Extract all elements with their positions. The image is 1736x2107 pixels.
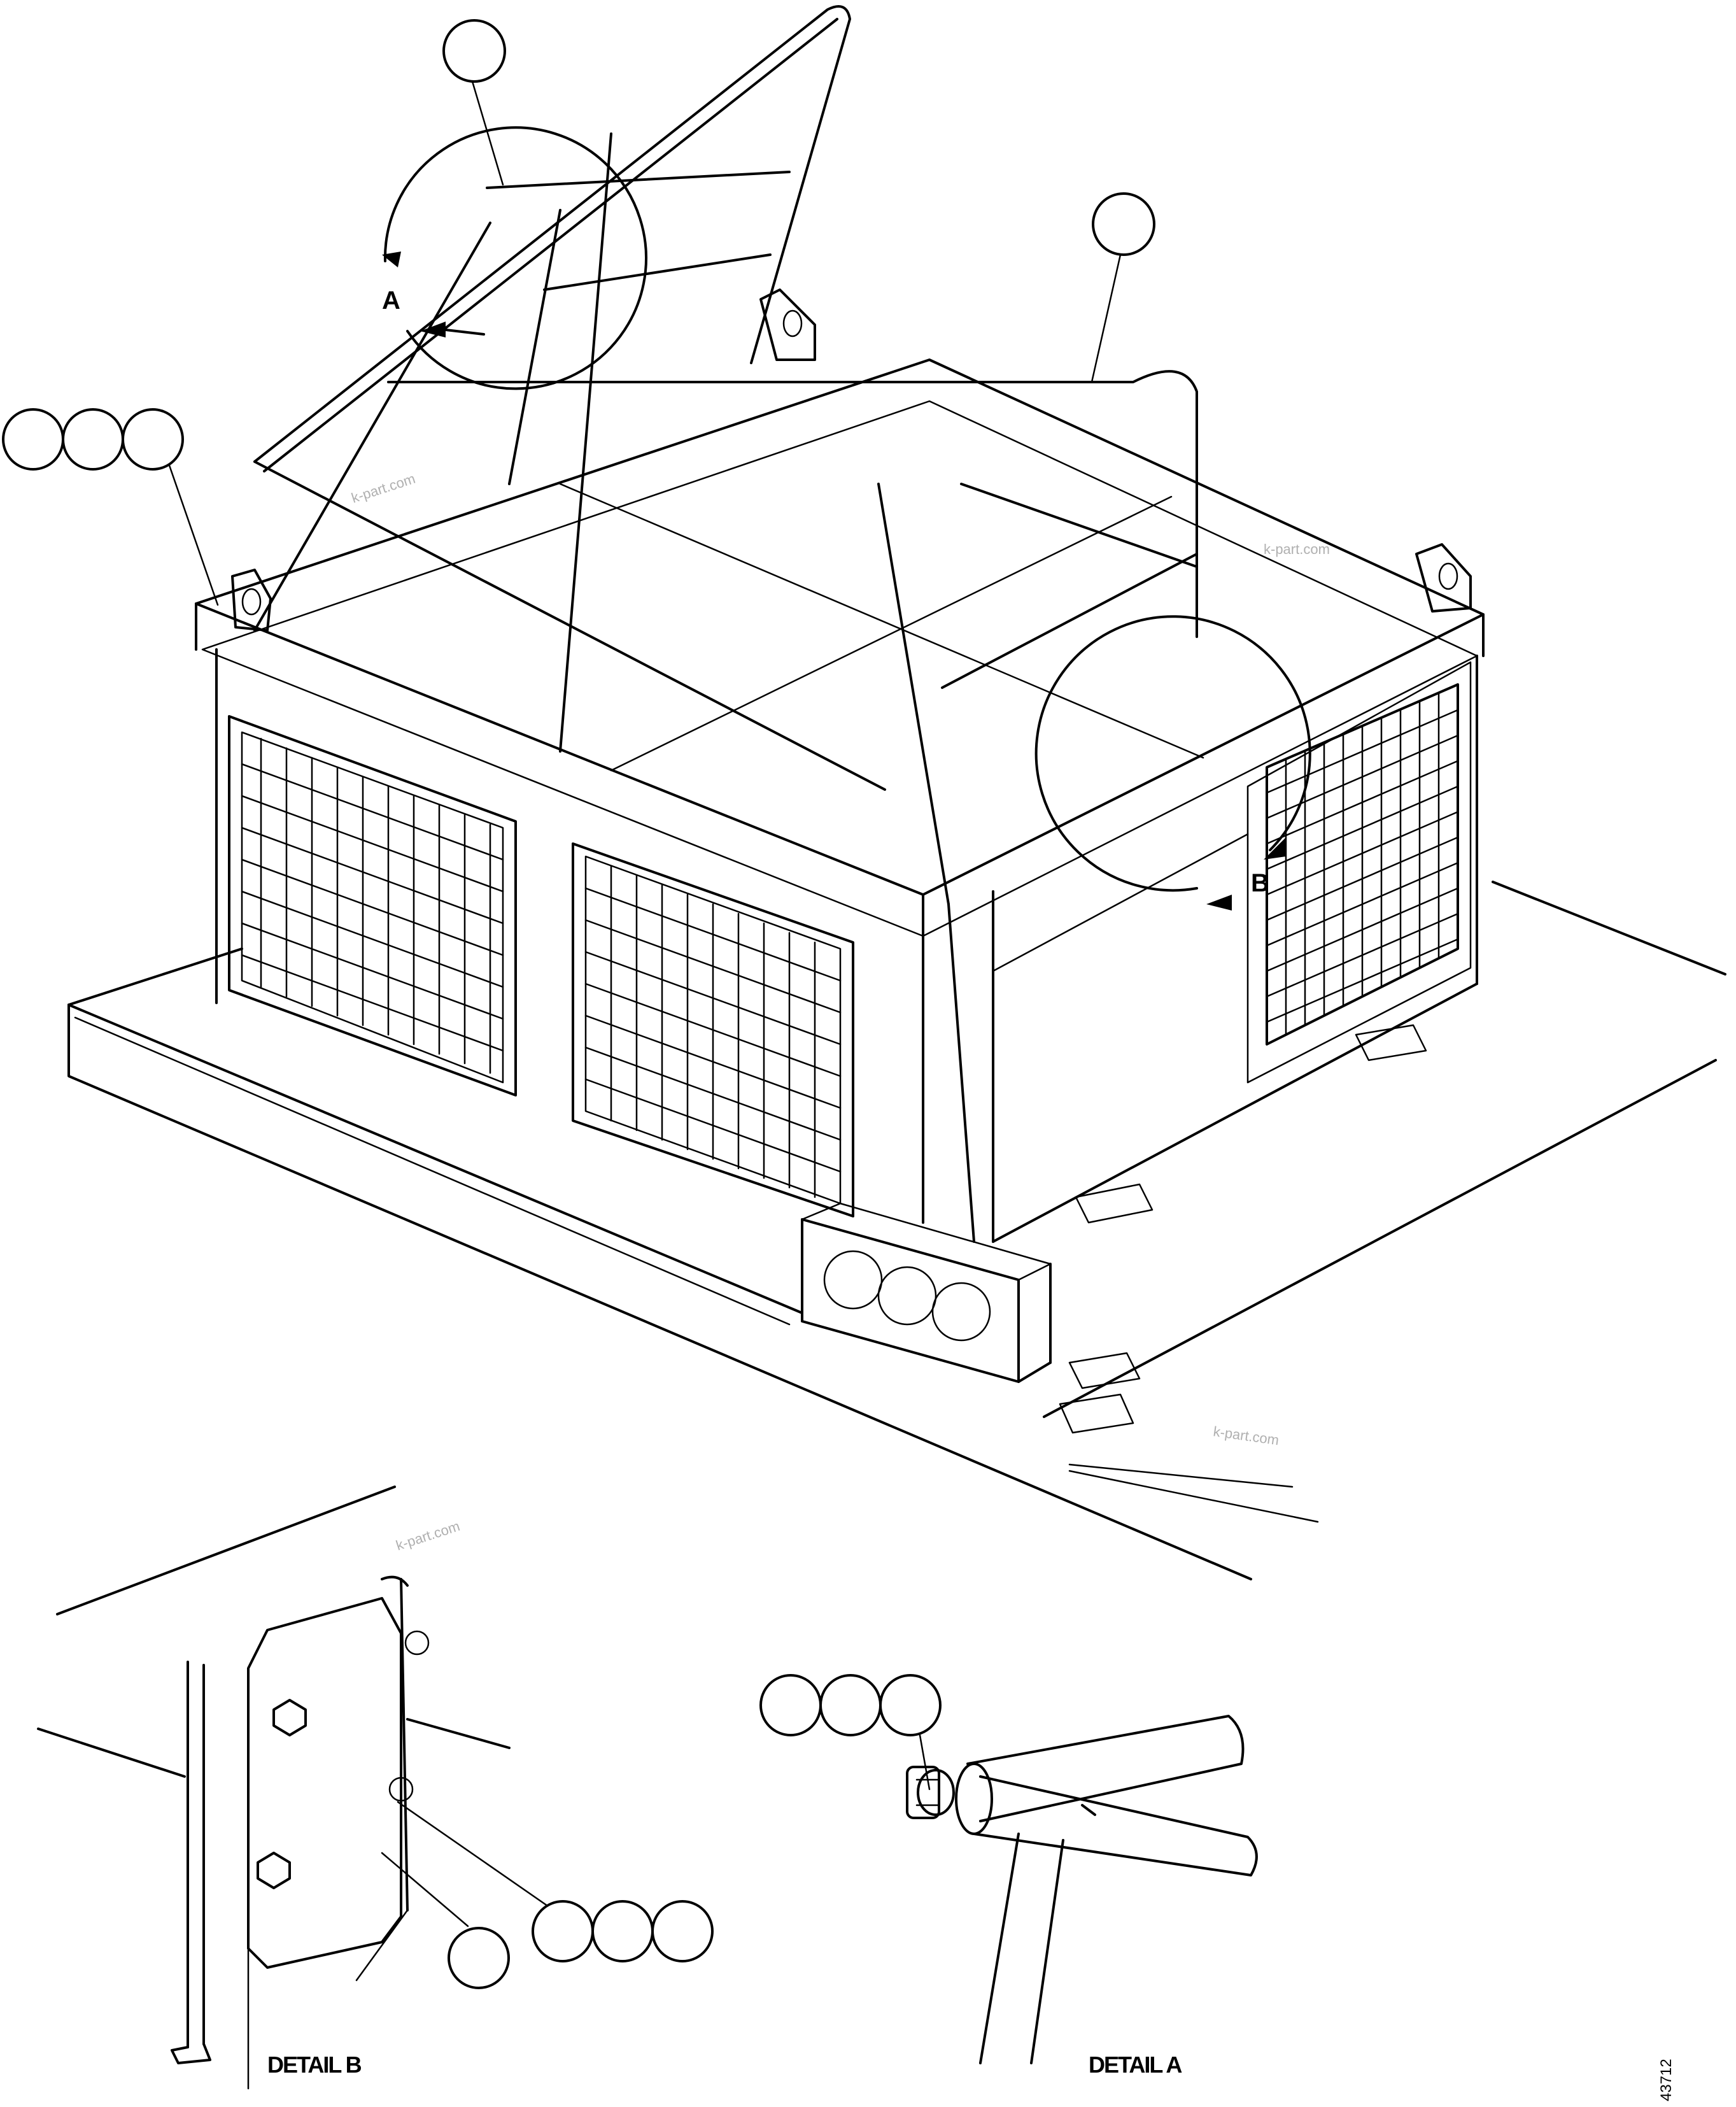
- detail-b-title: DETAIL B: [267, 2052, 362, 2078]
- lifting-eyes: [231, 288, 1472, 632]
- enclosure-box: [195, 358, 1485, 1243]
- front-grille-left: [228, 715, 517, 1096]
- watermark: k-part.com: [349, 471, 418, 506]
- leader-lines: [167, 80, 1122, 1927]
- callout-balloon: [819, 1674, 882, 1736]
- handrail-top: [253, 5, 886, 791]
- view-label-b: B: [1251, 869, 1269, 897]
- callout-balloon: [651, 1900, 714, 1962]
- mounting-pads: [1059, 1024, 1427, 1434]
- callout-balloon: [1092, 192, 1155, 256]
- figure-number: 43712: [1658, 2059, 1675, 2101]
- handrail-right: [387, 370, 1198, 1243]
- callout-balloon: [532, 1900, 594, 1962]
- detail-a-view: DETAIL A: [906, 1715, 1258, 2078]
- callout-balloon: [442, 19, 506, 83]
- front-grille-right: [572, 842, 854, 1217]
- callout-balloon: [62, 408, 124, 471]
- detail-b-view: DETAIL B: [37, 1486, 511, 2090]
- view-circle-a: A: [382, 126, 647, 390]
- watermark: k-part.com: [1264, 541, 1330, 557]
- callout-balloon: [759, 1674, 822, 1736]
- watermark: k-part.com: [394, 1518, 462, 1554]
- detail-a-title: DETAIL A: [1089, 2052, 1182, 2078]
- side-grille: [1266, 683, 1459, 1046]
- view-label-a: A: [382, 287, 400, 315]
- callout-balloon: [879, 1674, 942, 1736]
- deck-slab: [67, 881, 1726, 1580]
- callout-balloon: [2, 408, 64, 471]
- callout-balloon: [122, 408, 184, 471]
- lamp-box: [801, 1202, 1052, 1383]
- callout-balloons: [2, 19, 1155, 1989]
- view-circle-b: B: [1034, 615, 1311, 911]
- callout-balloon: [591, 1900, 654, 1962]
- watermark: k-part.com: [1212, 1423, 1280, 1448]
- callout-balloon: [448, 1927, 510, 1989]
